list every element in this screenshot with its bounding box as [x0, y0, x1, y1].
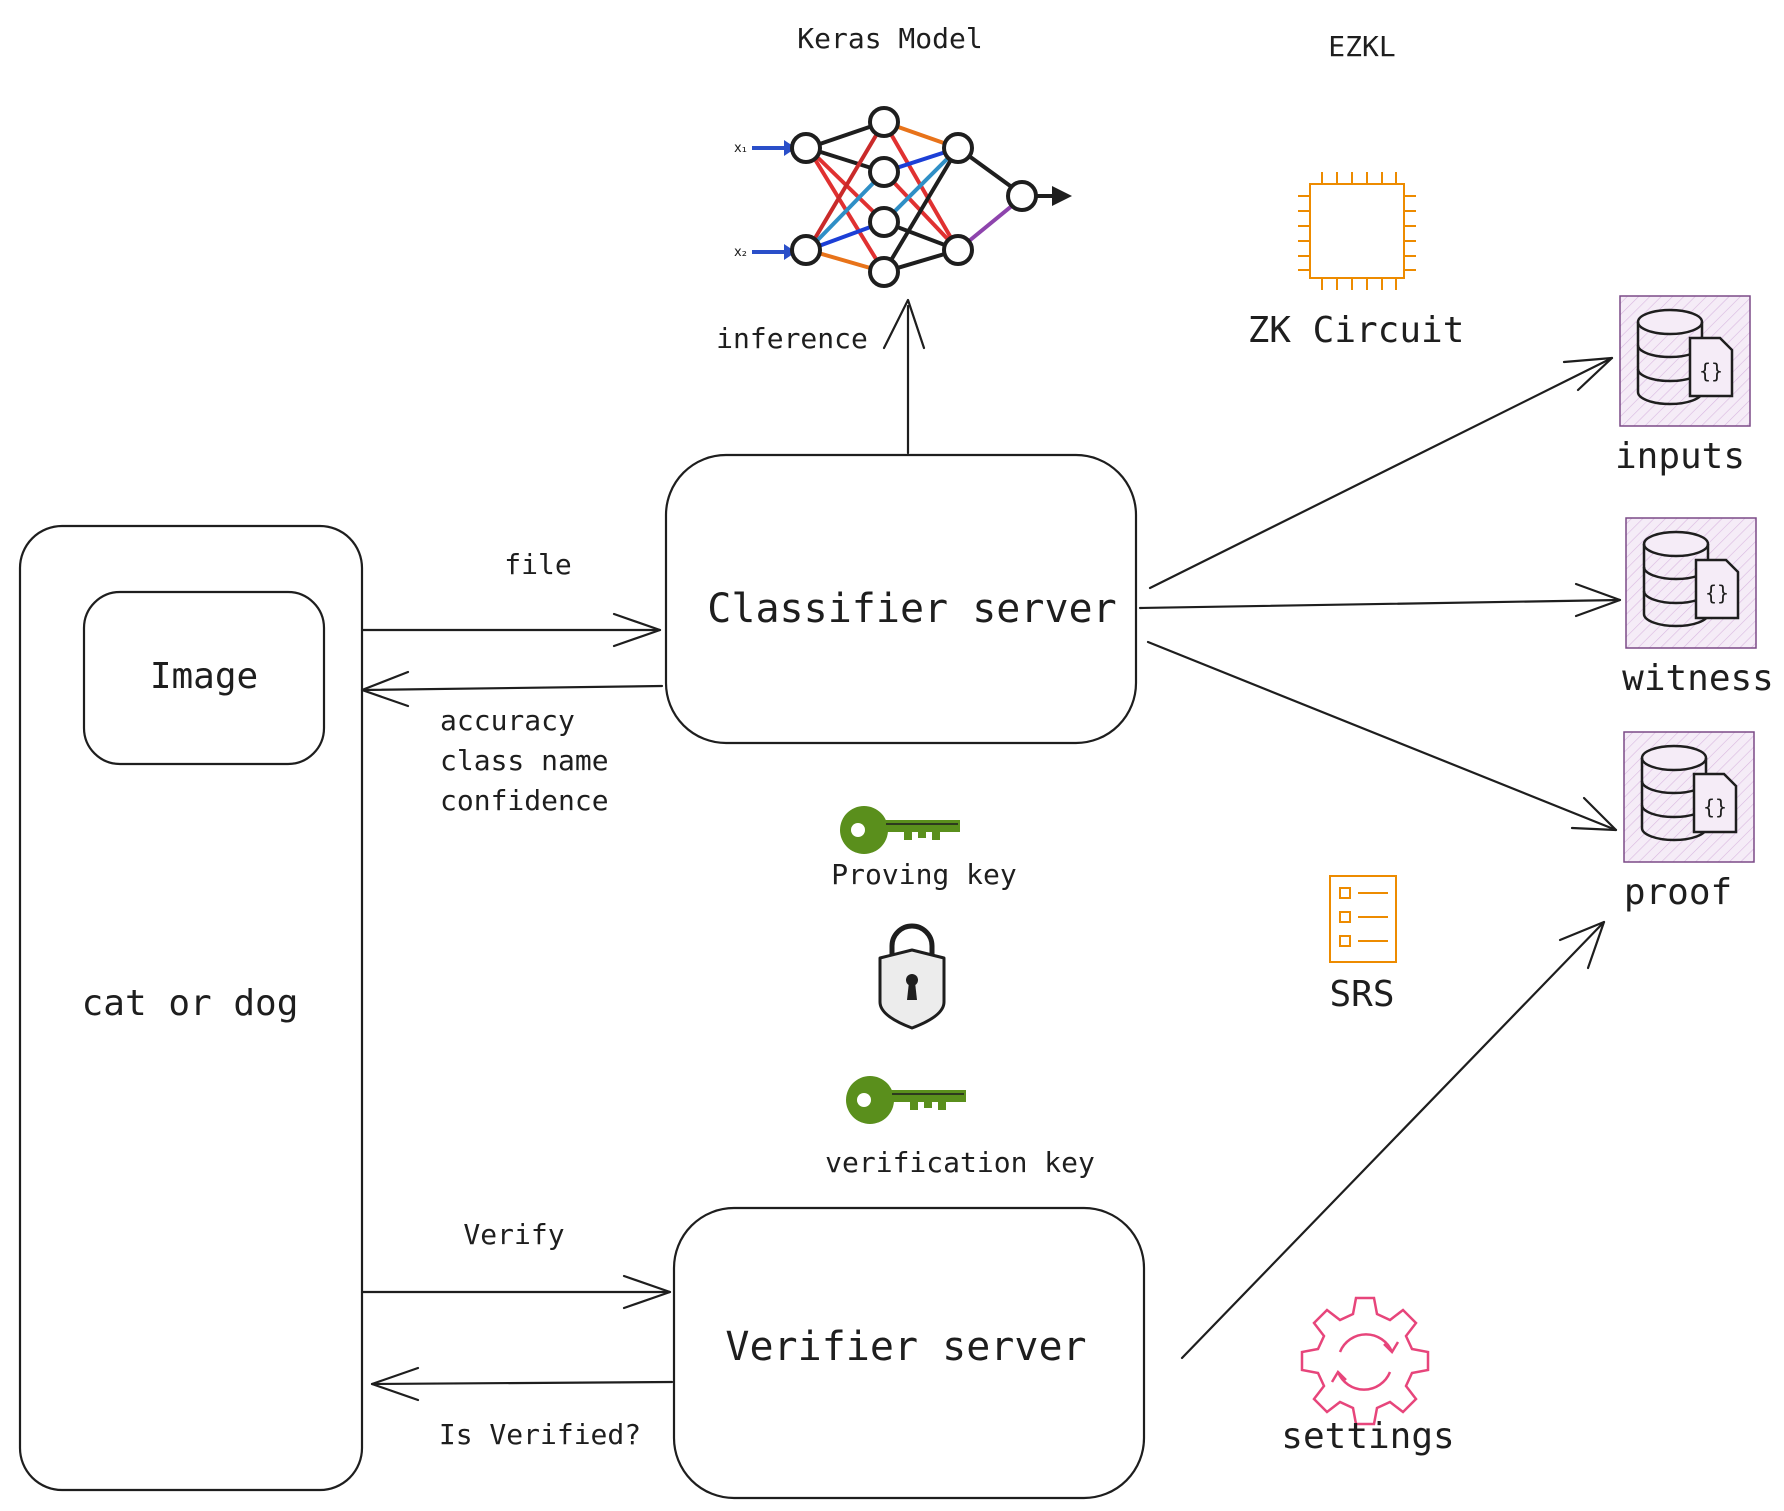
proof-artifact[interactable]: {}: [1623, 731, 1755, 863]
image-box[interactable]: [82, 590, 326, 766]
database-json-icon: {}: [1642, 530, 1740, 628]
checklist-icon: [1329, 875, 1397, 963]
proof-label: proof: [1624, 872, 1732, 913]
zk-circuit-label: ZK Circuit: [1248, 310, 1465, 351]
verify-label: Verify: [463, 1218, 564, 1251]
classifier-server-box[interactable]: [664, 453, 1138, 745]
inputs-artifact[interactable]: {}: [1619, 295, 1751, 427]
inputs-label: inputs: [1615, 436, 1745, 477]
inference-label: inference: [716, 322, 868, 355]
chip-icon: [1298, 172, 1416, 290]
verifier-to-proof-arrow: [1180, 920, 1606, 1360]
svg-text:{}: {}: [1705, 581, 1729, 605]
settings-label: settings: [1281, 1416, 1454, 1457]
classifier-server-label: Classifier server: [707, 586, 1116, 632]
response-arrow: [360, 670, 664, 708]
input-label-x2: x₂: [734, 245, 747, 260]
neural-network-icon: x₁ x₂: [734, 106, 1072, 288]
witness-label: witness: [1622, 658, 1774, 699]
classifier-to-proof-arrow: [1146, 640, 1618, 832]
proving-key-icon: [840, 806, 960, 854]
verify-arrow: [360, 1274, 672, 1310]
client-box[interactable]: [18, 524, 364, 1492]
proving-key-label: Proving key: [831, 858, 1016, 891]
input-label-x1: x₁: [734, 141, 747, 156]
verification-key-icon: [846, 1076, 966, 1124]
settings-gear-icon: [1300, 1296, 1430, 1426]
database-json-icon: {}: [1640, 744, 1738, 842]
classifier-to-witness-arrow: [1138, 582, 1622, 618]
response-line-accuracy: accuracy: [440, 704, 575, 737]
keras-model-title: Keras Model: [797, 22, 982, 55]
inference-arrow: [882, 298, 926, 455]
svg-text:{}: {}: [1703, 795, 1727, 819]
is-verified-label: Is Verified?: [439, 1418, 641, 1451]
verifier-server-box[interactable]: [672, 1206, 1146, 1500]
file-label: file: [504, 548, 571, 581]
srs-label: SRS: [1329, 974, 1394, 1015]
database-json-icon: {}: [1636, 308, 1734, 406]
image-label: Image: [150, 656, 258, 697]
lock-shield-icon: [878, 923, 946, 1030]
file-arrow: [360, 612, 662, 648]
is-verified-arrow: [370, 1366, 674, 1402]
verifier-server-label: Verifier server: [725, 1324, 1086, 1370]
svg-text:{}: {}: [1699, 359, 1723, 383]
ezkl-title: EZKL: [1328, 30, 1395, 63]
witness-artifact[interactable]: {}: [1625, 517, 1757, 649]
classifier-to-inputs-arrow: [1148, 356, 1614, 590]
client-label: cat or dog: [82, 983, 299, 1024]
response-line-confidence: confidence: [440, 784, 609, 817]
verification-key-label: verification key: [825, 1146, 1095, 1179]
response-line-class-name: class name: [440, 744, 609, 777]
